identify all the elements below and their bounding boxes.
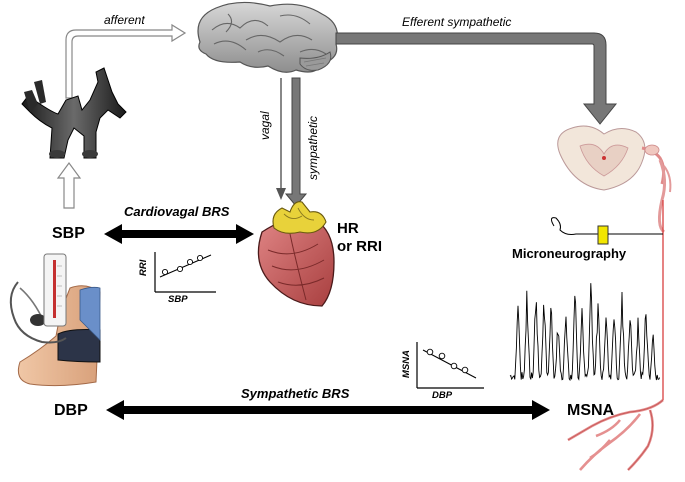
cardiovagal-mini-plot — [154, 252, 216, 293]
vagal-arrow — [276, 78, 286, 200]
carotid-sinus-icon — [21, 67, 127, 159]
efferent-sympathetic-label: Efferent sympathetic — [402, 15, 512, 29]
msna-axis-label: MSNA — [401, 350, 412, 378]
sympathetic-brs-label: Sympathetic BRS — [241, 386, 350, 401]
msna-trace — [509, 283, 661, 382]
sympathetic-brs-arrow — [106, 400, 550, 420]
brain-icon — [197, 1, 338, 73]
electrode-icon — [550, 217, 663, 245]
spinal-cord-icon — [557, 125, 666, 191]
sbp-to-baroreceptor-arrow — [56, 161, 82, 209]
afferent-arrow — [65, 23, 187, 99]
dbp-axis-label: DBP — [432, 390, 453, 401]
hr-label: HR — [337, 220, 359, 237]
sympathetic-mini-plot — [416, 342, 484, 389]
sbp-axis-label: SBP — [168, 294, 188, 305]
cardiovagal-brs-arrow — [104, 224, 254, 244]
rri-axis-label: RRI — [138, 259, 149, 276]
sbp-label: SBP — [52, 225, 85, 242]
vagal-label: vagal — [258, 111, 272, 140]
nerve-fiber-icon — [567, 159, 672, 471]
efferent-sympathetic-arrow — [335, 32, 618, 125]
hr-rri-label: HR or RRI — [337, 220, 382, 256]
sympathetic-label: sympathetic — [306, 115, 320, 180]
bp-cuff-icon — [9, 253, 101, 387]
sympathetic-to-heart-arrow — [284, 77, 308, 207]
cardiovagal-brs-label: Cardiovagal BRS — [124, 204, 230, 219]
msna-label: MSNA — [567, 402, 615, 419]
heart-icon — [257, 201, 335, 307]
dbp-label: DBP — [54, 402, 88, 419]
afferent-label: afferent — [104, 13, 145, 27]
microneurography-label: Microneurography — [512, 246, 627, 261]
rri-label: or RRI — [337, 238, 382, 255]
